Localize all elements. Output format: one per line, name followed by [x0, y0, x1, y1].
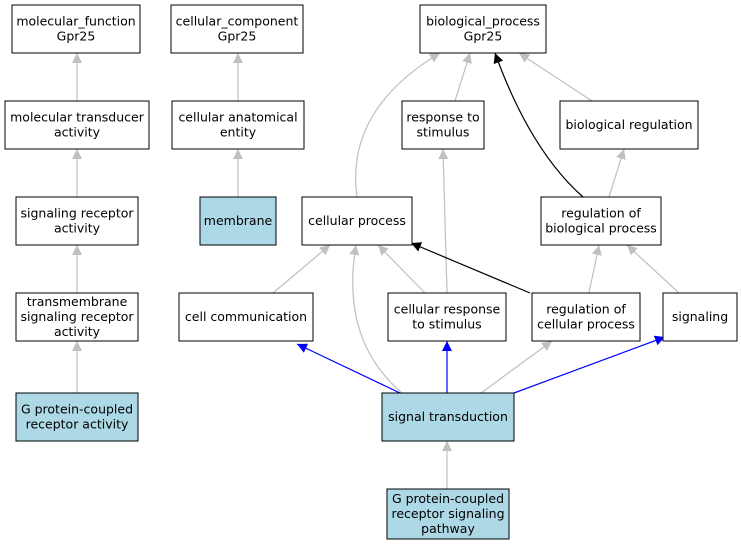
- node-bp-box: [419, 4, 547, 54]
- node-sra-label-line-0: signaling receptor: [20, 205, 134, 220]
- node-mf-label-line-0: molecular_function: [16, 13, 135, 28]
- node-cp[interactable]: cellular process: [301, 196, 413, 246]
- node-mf-box: [11, 4, 141, 54]
- node-rbp-label-line-1: biological process: [545, 220, 657, 235]
- node-ccom-label-line-0: cell communication: [185, 309, 307, 324]
- node-tsra-box: [15, 292, 139, 342]
- node-cae-box: [171, 100, 305, 150]
- edge-st-to-ccom: [296, 343, 401, 394]
- node-crs-box: [387, 292, 507, 342]
- edge-st-to-cp: [349, 244, 403, 394]
- node-ccom[interactable]: cell communication: [178, 292, 314, 342]
- node-mem-box: [199, 196, 277, 246]
- edge-breg-to-bp: [518, 52, 593, 102]
- node-crs-label-line-0: cellular response: [394, 301, 501, 316]
- node-tsra-label-line-0: transmembrane: [27, 294, 128, 309]
- node-breg-box: [559, 100, 699, 150]
- node-bp-label-line-0: biological_process: [426, 13, 540, 28]
- node-mta-label-line-1: activity: [54, 124, 101, 139]
- node-gpcra-label-line-1: receptor activity: [26, 416, 129, 431]
- node-breg-label-line-0: biological regulation: [565, 117, 692, 132]
- edge-crs-to-cp: [377, 244, 426, 294]
- node-cp-label-line-0: cellular process: [308, 213, 406, 228]
- node-st[interactable]: signal transduction: [381, 392, 515, 442]
- edge-crs-to-rts: [438, 148, 449, 294]
- node-cc-label-line-1: Gpr25: [218, 28, 257, 43]
- node-gpcrsp-label-line-0: G protein-coupled: [392, 491, 504, 506]
- node-cc-label-line-0: cellular_component: [176, 13, 299, 28]
- node-cp-box: [301, 196, 413, 246]
- node-rts-box: [401, 100, 485, 150]
- edge-rbp-to-breg: [608, 148, 626, 198]
- edge-st-to-sig: [513, 335, 666, 394]
- node-gpcra-label-line-0: G protein-coupled: [21, 401, 133, 416]
- node-cc-box: [170, 4, 304, 54]
- node-tsra-label-line-1: signaling receptor: [20, 309, 134, 324]
- node-mta-label-line-0: molecular transducer: [10, 109, 145, 124]
- edge-rcp-to-cp: [410, 242, 531, 294]
- node-rbp-box: [540, 196, 662, 246]
- node-gpcra-box: [15, 392, 139, 442]
- node-tsra-label-line-2: activity: [54, 324, 101, 339]
- edge-sig-to-rbp: [626, 244, 680, 294]
- node-bp-label-line-1: Gpr25: [464, 28, 503, 43]
- node-rts-label-line-1: stimulus: [417, 124, 470, 139]
- node-sig-box: [662, 292, 738, 342]
- edge-rbp-to-bp: [493, 52, 584, 198]
- node-sig[interactable]: signaling: [662, 292, 738, 342]
- edge-cp-to-bp: [355, 52, 441, 198]
- edge-st-to-rcp: [480, 340, 553, 394]
- edge-rts-to-bp: [454, 52, 472, 102]
- node-mem-label-line-0: membrane: [204, 213, 273, 228]
- edge-rcp-to-rbp: [588, 244, 602, 294]
- node-st-box: [381, 392, 515, 442]
- node-ccom-box: [178, 292, 314, 342]
- node-sra-box: [15, 196, 139, 246]
- node-mta-box: [4, 100, 150, 150]
- node-gpcrsp-label-line-2: pathway: [421, 521, 475, 536]
- node-gpcrsp-box: [386, 488, 510, 540]
- node-mem[interactable]: membrane: [199, 196, 277, 246]
- node-rcp-box: [531, 292, 641, 342]
- node-cae-label-line-0: cellular anatomical: [178, 109, 297, 124]
- node-breg[interactable]: biological regulation: [559, 100, 699, 150]
- node-rcp-label-line-1: cellular process: [537, 316, 635, 331]
- node-sra-label-line-1: activity: [54, 220, 101, 235]
- node-rts-label-line-0: response to: [406, 109, 479, 124]
- node-crs-label-line-1: to stimulus: [412, 316, 481, 331]
- node-st-label-line-0: signal transduction: [388, 409, 508, 424]
- node-rcp-label-line-0: regulation of: [546, 301, 626, 316]
- node-cae-label-line-1: entity: [220, 124, 257, 139]
- edge-ccom-to-cp: [272, 244, 331, 294]
- node-mf-label-line-1: Gpr25: [57, 28, 96, 43]
- node-rbp-label-line-0: regulation of: [561, 205, 641, 220]
- edges-layer: [72, 52, 680, 489]
- node-sig-label-line-0: signaling: [672, 309, 728, 324]
- node-gpcrsp-label-line-1: receptor signaling: [391, 506, 504, 521]
